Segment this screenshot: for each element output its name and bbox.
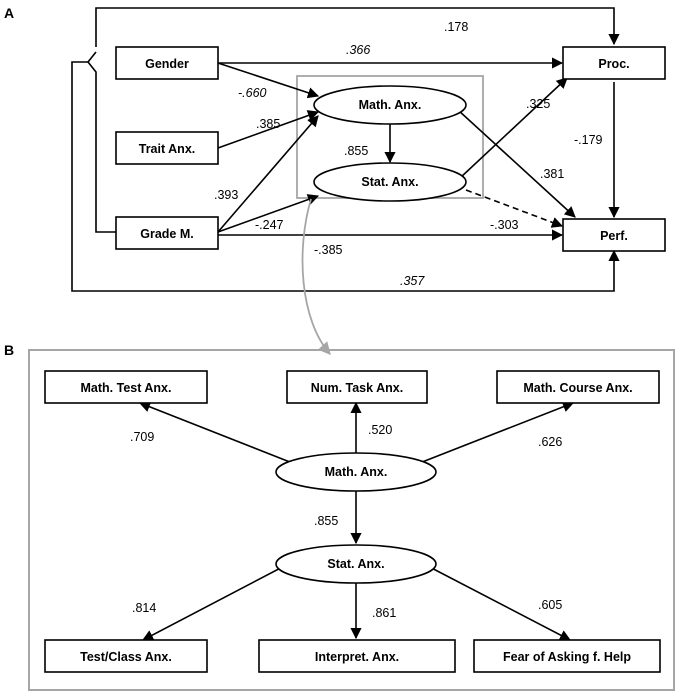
node-test-class-anx xyxy=(44,639,208,673)
node-grade-m xyxy=(115,216,219,250)
coef-b-math-stat: .855 xyxy=(314,514,338,528)
coef-math-stat: .855 xyxy=(344,144,368,158)
edge-b-math-test xyxy=(138,401,301,467)
coef-grade-math: .393 xyxy=(214,188,238,202)
node-proc xyxy=(562,46,666,80)
edge-b-test-class xyxy=(142,561,293,641)
node-num-task-anx-label: Num. Task Anx. xyxy=(311,381,403,395)
coef-bottom-loop: .357 xyxy=(400,274,425,288)
node-b-stat-anx xyxy=(275,544,437,584)
node-b-math-anx xyxy=(275,452,437,492)
node-math-anx xyxy=(313,85,467,125)
coef-b-math-test: .709 xyxy=(130,430,154,444)
coef-stat-proc: .325 xyxy=(526,97,550,111)
node-gender xyxy=(115,46,219,80)
node-interpret-anx xyxy=(258,639,456,673)
coef-gender-proc-top: .178 xyxy=(444,20,468,34)
coef-trait-math: .385 xyxy=(256,117,280,131)
coef-b-num-task: .520 xyxy=(368,423,392,437)
node-trait-anx-label: Trait Anx. xyxy=(139,142,196,156)
coef-gender-proc: .366 xyxy=(346,43,370,57)
edge-stat-perf xyxy=(465,189,564,228)
node-grade-m-label: Grade M. xyxy=(140,227,194,241)
node-proc-label: Proc. xyxy=(598,57,629,71)
node-math-test-anx xyxy=(44,370,208,404)
edge-gender-math xyxy=(217,62,320,99)
coef-grade-stat: -.247 xyxy=(255,218,284,232)
node-math-course-anx-label: Math. Course Anx. xyxy=(523,381,632,395)
edge-math-perf xyxy=(457,109,576,218)
node-fear-help-label: Fear of Asking f. Help xyxy=(503,650,631,664)
edge-b-fear xyxy=(419,561,571,641)
coef-math-perf: .381 xyxy=(540,167,564,181)
panel-b-label: B xyxy=(4,342,14,358)
edge-trait-math xyxy=(217,110,320,149)
panel-b-frame xyxy=(28,349,675,691)
edge-b-math-course xyxy=(411,401,575,467)
node-perf-label: Perf. xyxy=(600,229,628,243)
edge-stat-proc xyxy=(459,77,568,179)
node-b-math-anx-label: Math. Anx. xyxy=(325,465,388,479)
coef-b-math-course: .626 xyxy=(538,435,562,449)
panel-a-label: A xyxy=(4,5,14,21)
node-num-task-anx xyxy=(286,370,428,404)
node-test-class-anx-label: Test/Class Anx. xyxy=(80,650,172,664)
coef-stat-perf: -.303 xyxy=(490,218,519,232)
edge-grade-math xyxy=(217,115,319,233)
edge-bottom-loop xyxy=(71,61,620,292)
node-math-anx-label: Math. Anx. xyxy=(359,98,422,112)
coef-b-test-class: .814 xyxy=(132,601,156,615)
coef-gender-math: -.660 xyxy=(238,86,267,100)
edge-hop xyxy=(86,51,97,76)
coef-proc-perf: -.179 xyxy=(574,133,603,147)
node-math-test-anx-label: Math. Test Anx. xyxy=(81,381,172,395)
node-gender-label: Gender xyxy=(145,57,189,71)
coef-b-fear: .605 xyxy=(538,598,562,612)
node-trait-anx xyxy=(115,131,219,165)
node-stat-anx xyxy=(313,162,467,202)
node-interpret-anx-label: Interpret. Anx. xyxy=(315,650,399,664)
node-stat-anx-label: Stat. Anx. xyxy=(361,175,418,189)
edge-grade-stat xyxy=(217,194,320,233)
node-math-course-anx xyxy=(496,370,660,404)
node-fear-help xyxy=(473,639,661,673)
node-b-stat-anx-label: Stat. Anx. xyxy=(327,557,384,571)
node-perf xyxy=(562,218,666,252)
coef-grade-perf: -.385 xyxy=(314,243,343,257)
edge-gender-proc-top xyxy=(95,7,620,47)
zoom-connector xyxy=(301,198,331,355)
edge-grade-loop-vertical xyxy=(95,76,116,233)
coef-b-interpret: .861 xyxy=(372,606,396,620)
